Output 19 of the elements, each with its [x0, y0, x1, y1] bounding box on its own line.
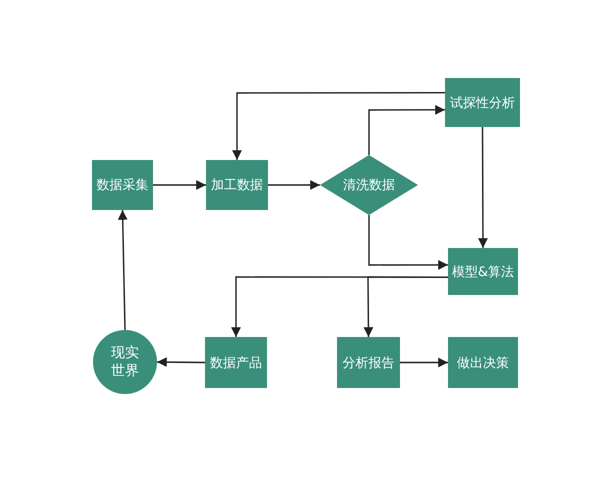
arrow [157, 357, 205, 367]
process-box: 数据采集 [92, 160, 153, 210]
arrow [368, 104, 445, 155]
arrow [232, 92, 445, 160]
decision-diamond: 清洗数据 [320, 155, 418, 215]
process-box: 分析报告 [337, 337, 400, 388]
arrow [118, 210, 128, 330]
circle-node: 现实世界 [93, 330, 157, 394]
process-box: 试探性分析 [445, 78, 520, 127]
process-box: 做出决策 [448, 337, 518, 388]
arrow [478, 127, 488, 248]
arrow [400, 358, 448, 368]
arrow [364, 276, 448, 337]
process-box: 加工数据 [206, 160, 268, 210]
arrow [368, 215, 448, 270]
arrow [153, 180, 206, 190]
process-box: 数据产品 [205, 337, 267, 388]
arrow [268, 180, 320, 190]
process-box: 模型&算法 [448, 248, 518, 295]
